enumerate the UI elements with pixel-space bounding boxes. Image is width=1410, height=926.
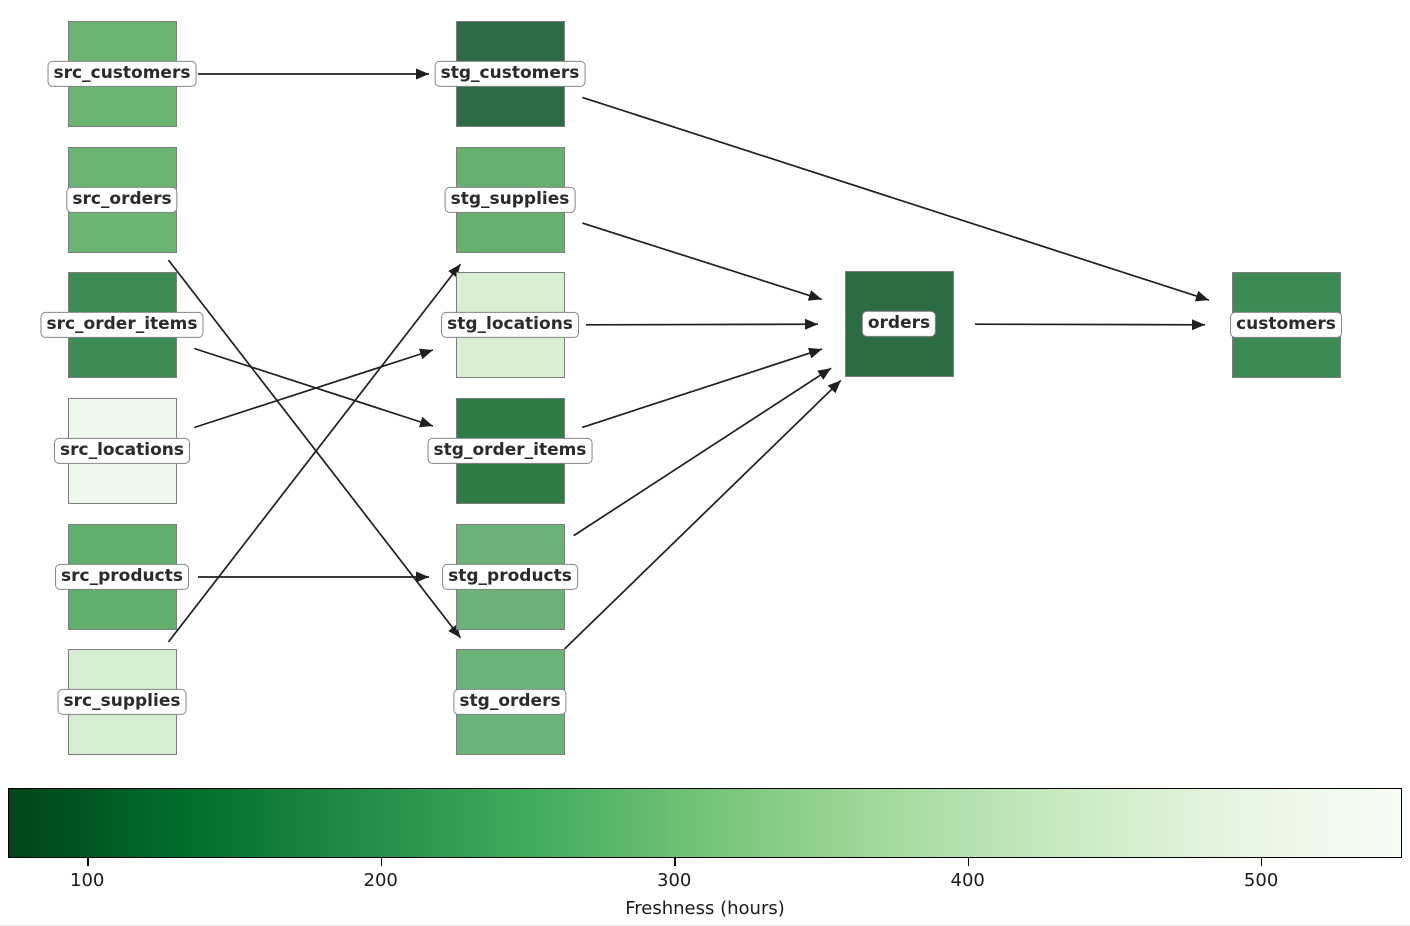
edge-stg_supplies-to-orders — [582, 222, 823, 301]
node-label-src_order_items: src_order_items — [40, 311, 204, 339]
node-label-stg_customers: stg_customers — [434, 60, 586, 88]
node-label-src_supplies: src_supplies — [57, 688, 187, 716]
colorbar-tick-label-200: 200 — [363, 870, 398, 891]
node-label-src_locations: src_locations — [54, 437, 190, 465]
colorbar-tick-200 — [380, 858, 383, 866]
colorbar-tick-label-100: 100 — [70, 870, 105, 891]
colorbar-axis-label: Freshness (hours) — [625, 898, 785, 919]
colorbar-tick-300 — [674, 858, 676, 866]
colorbar-tick-400 — [967, 858, 970, 866]
edge-stg_products-to-orders — [573, 367, 832, 537]
node-label-stg_locations: stg_locations — [441, 311, 579, 339]
colorbar-tick-label-400: 400 — [950, 870, 985, 891]
edge-orders-to-customers — [974, 319, 1206, 331]
edge-stg_locations-to-orders — [585, 318, 819, 330]
edge-stg_orders-to-orders — [563, 379, 842, 650]
edge-stg_customers-to-customers — [582, 96, 1210, 302]
edge-src_orders-to-stg_orders — [167, 259, 462, 639]
node-label-stg_order_items: stg_order_items — [427, 437, 593, 465]
node-label-stg_supplies: stg_supplies — [444, 186, 576, 214]
edge-src_order_items-to-stg_order_items — [194, 347, 434, 428]
colorbar-tick-label-300: 300 — [657, 870, 692, 891]
edge-src_locations-to-stg_locations — [194, 348, 434, 429]
edge-src_supplies-to-stg_supplies — [167, 263, 462, 643]
node-label-stg_products: stg_products — [442, 563, 578, 591]
colorbar-tick-100 — [87, 858, 89, 866]
node-label-src_products: src_products — [55, 563, 189, 591]
node-label-src_orders: src_orders — [66, 186, 178, 214]
node-label-customers: customers — [1230, 311, 1342, 339]
edge-stg_order_items-to-orders — [581, 347, 823, 429]
node-label-src_customers: src_customers — [47, 60, 197, 88]
node-label-orders: orders — [861, 310, 937, 338]
node-label-stg_orders: stg_orders — [453, 688, 567, 716]
colorbar-tick-label-500: 500 — [1243, 870, 1279, 891]
colorbar-gradient — [8, 788, 1402, 858]
colorbar-tick-500 — [1261, 858, 1263, 866]
